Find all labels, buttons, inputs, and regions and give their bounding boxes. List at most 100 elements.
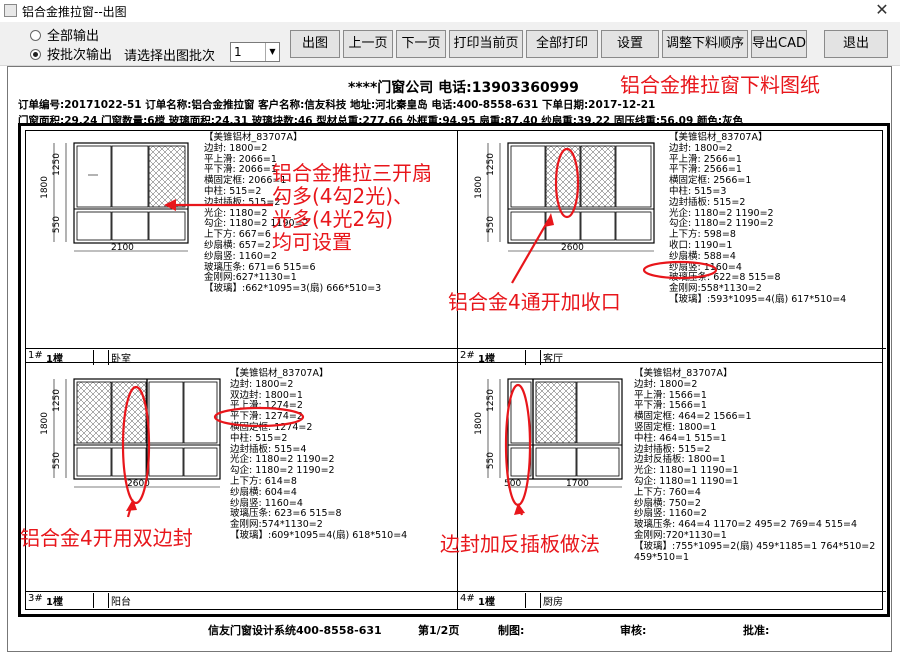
adjust-order-button[interactable]: 调整下料顺序 [662,30,748,58]
grid-divider-vertical [457,131,458,609]
annotation-line: 勾多(4勾2光)、 [272,184,414,208]
print-all-button[interactable]: 全部打印 [526,30,598,58]
spec-line: 竖固定框: 1800=1 [634,421,717,433]
radio-all-output[interactable]: 全部输出 [30,25,99,44]
spec-line: 平下滑: 2066=1 [204,164,277,176]
spec-line: 中柱: 515=2 [204,185,262,197]
panel-quantity: 1樘 [478,350,526,365]
spec-line: 【玻璃】:755*1095=2(扇) 459*1185=1 764*510=2 [634,540,876,552]
spec-line: 中柱: 515=2 [230,432,288,444]
panel-label-2: 2# 1樘 客厅 [458,348,886,365]
panel-number: 2# [460,350,475,361]
spec-line: 【玻璃】:662*1095=3(扇) 666*510=3 [204,283,382,295]
print-current-button[interactable]: 打印当前页 [449,30,523,58]
spec-line: 边封: 1800=2 [669,142,733,154]
spec-line: 【美锥铝材_83707A】 [204,132,303,143]
spec-line: 金刚网:574*1130=2 [230,519,323,531]
spec-line: 平下滑: 1566=1 [634,400,707,412]
spec-line: 边封: 1800=2 [230,378,294,390]
annotation-line: 铝合金推拉三开扇 [272,161,432,185]
panel-room: 客厅 [540,350,563,365]
spec-line: 【玻璃】:593*1095=4(扇) 617*510=4 [669,293,847,305]
sheet-footer: 信友门窗设计系统400-8558-631 第1/2页 制图: 审核: 批准: [8,622,888,642]
radio-batch-output[interactable]: 按批次输出 [30,44,112,63]
spec-line: 边封插板: 515=2 [669,196,746,208]
batch-select-label: 请选择出图批次 [124,49,216,64]
spec-line: 收口: 1190=1 [669,239,733,251]
spec-line: 【玻璃】:609*1095=4(扇) 618*510=4 [230,529,408,541]
window-drawing-1 [53,142,189,252]
app-icon [4,4,17,17]
panel-label-1: 1# 1樘 卧室 [26,348,457,365]
spec-line: 勾企: 1180=2 1190=2 [230,465,335,477]
spec-line: 平上滑: 1274=2 [230,400,303,412]
annotation-overlay [121,147,718,518]
footer-approved-by: 批准: [743,624,770,637]
annotation-reverse-insert: 边封加反插板做法 [440,532,600,556]
spec-line: 边封反插板: 1800=1 [634,454,726,466]
window-drawing-3 [53,378,221,488]
spec-line: 金刚网:558*1130=2 [669,283,762,295]
panel-number: 4# [460,593,475,604]
spec-line: 上下方: 667=6 [204,229,271,241]
panel-quantity: 1樘 [478,593,526,608]
arrow-head-icon [126,499,137,511]
draw-button[interactable]: 出图 [290,30,340,58]
close-icon[interactable]: ✕ [875,0,889,19]
spec-line: 边封: 1800=2 [204,142,268,154]
dim-width: 1700 [566,479,589,489]
spec-line: 纱扇横: 750=2 [634,497,701,509]
export-cad-button[interactable]: 导出CAD [751,30,807,58]
radio-all-label: 全部输出 [47,29,100,44]
grid-divider-horizontal [26,362,882,363]
drawing-frame: 1800 1250 550 2100 【美锥铝材_83707A】边封: 1800… [18,123,890,617]
spec-line: 横固定框: 1274=2 [230,421,313,433]
spec-line: 纱扇竖: 1160=4 [230,497,303,509]
panel-room: 阳台 [108,593,131,608]
spec-line: 纱扇横: 588=4 [669,250,736,262]
arrow-head-icon [164,199,176,211]
spec-line: 边封插板: 515=2 [634,443,711,455]
spec-line: 上下方: 760=4 [634,486,701,498]
annotation-double-side-seal: 铝合金4开用双边封 [20,526,193,550]
spec-line: 玻璃压条: 671=6 515=6 [204,261,316,273]
spec-line: 纱扇竖: 1160=2 [634,508,707,520]
spec-line: 【美锥铝材_83707A】 [669,132,768,143]
prev-page-button[interactable]: 上一页 [343,30,393,58]
spec-line: 勾企: 1180=2 1190=2 [669,218,774,230]
panel-number: 3# [28,593,43,604]
annotation-four-sash-closer: 铝合金4通开加收口 [448,290,621,314]
spec-line: 边封插板: 515=2 [204,196,281,208]
toolbar: 全部输出 按批次输出 请选择出图批次 1 ▼ 出图 上一页 下一页 打印当前页 … [0,22,900,66]
panel-room: 厨房 [540,593,563,608]
spec-line: 平下滑: 2566=1 [669,164,742,176]
panel-quantity: 1樘 [46,350,94,365]
sheet-title: 铝合金推拉窗下料图纸 [620,73,820,97]
settings-button[interactable]: 设置 [601,30,659,58]
highlight-ellipse [554,147,580,219]
spec-line: 平上滑: 1566=1 [634,389,707,401]
batch-select[interactable]: 1 ▼ [230,42,280,62]
arrow-head-icon [544,213,554,227]
next-page-button[interactable]: 下一页 [396,30,446,58]
highlight-ellipse [121,385,151,505]
footer-drawn-by: 制图: [498,624,525,637]
radio-dot-icon [30,30,41,41]
chevron-down-icon: ▼ [265,43,279,61]
dim-width: 2100 [111,243,134,253]
annotation-line: 光多(4光2勾) [272,207,394,231]
spec-line: 横固定框: 2566=1 [669,175,752,187]
annotation-three-sash: 铝合金推拉三开扇 勾多(4勾2光)、 光多(4光2勾) 均可设置 [272,162,432,254]
dim-width: 2600 [561,243,584,253]
spec-line: 玻璃压条: 464=4 1170=2 495=2 769=4 515=4 [634,519,858,531]
spec-line: 光企: 1180=1 1190=1 [634,465,739,477]
company-header: ****门窗公司 电话:13903360999 [348,80,579,96]
exit-button[interactable]: 退出 [824,30,888,58]
batch-select-value: 1 [234,45,242,59]
spec-line: 中柱: 464=1 515=1 [634,432,727,444]
panel-number: 1# [28,350,43,361]
highlight-ellipse [642,260,718,280]
